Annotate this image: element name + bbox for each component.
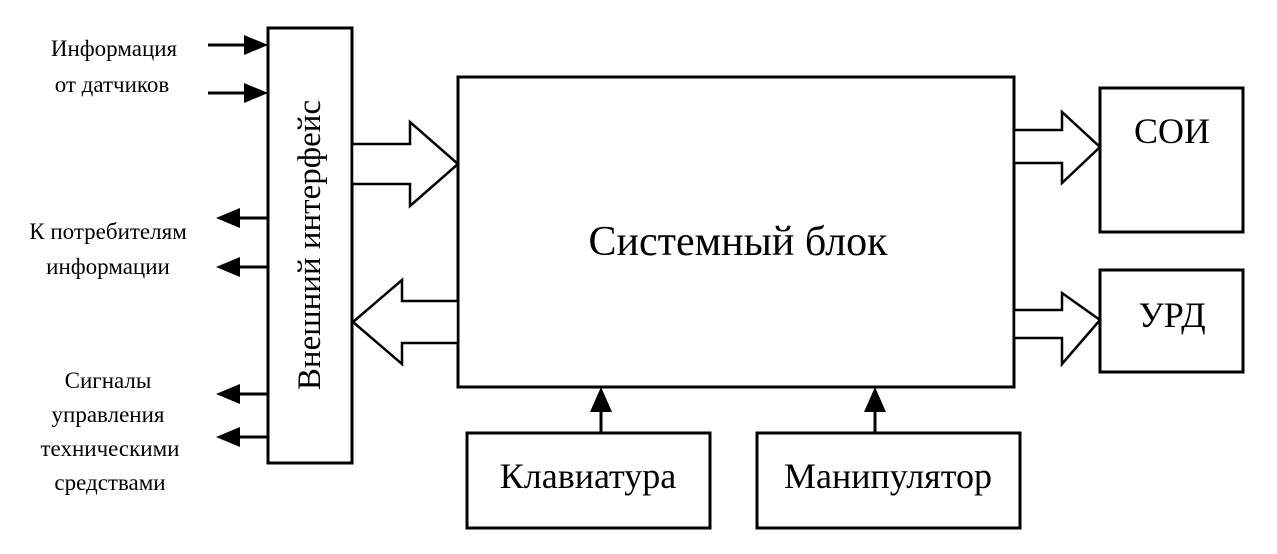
external-interface-box <box>266 26 354 465</box>
consumer-output-arrowhead-1 <box>216 208 240 228</box>
external-interface-label: Внешний интерфейс <box>292 100 328 390</box>
system-unit-box <box>456 75 1016 389</box>
manipulator-to-system-arrowhead <box>864 387 886 412</box>
keyboard-to-system-arrowhead <box>590 387 612 412</box>
control-signals-line1: Сигналы <box>65 368 152 393</box>
control-output-arrowhead-2 <box>216 427 240 447</box>
consumer-output-arrowhead-2 <box>216 257 240 277</box>
sensor-input-arrowhead-1 <box>244 35 268 55</box>
system-to-urd-arrow <box>1012 290 1102 368</box>
manipulator-label: Манипулятор <box>784 456 992 496</box>
urd-label: УРД <box>1138 295 1205 335</box>
manipulator-box <box>755 431 1022 530</box>
control-signals-line2: управления <box>52 402 165 427</box>
consumers-line2: информации <box>46 254 170 279</box>
sensor-input-arrowhead-2 <box>244 83 268 103</box>
control-signals-line4: средствами <box>54 470 165 495</box>
system-unit-label: Системный блок <box>588 219 888 265</box>
soi-box <box>1098 86 1245 234</box>
sensor-info-line1: Информация <box>51 36 178 61</box>
consumers-line1: К потребителям <box>29 219 187 244</box>
control-signals-line3: техническими <box>41 436 180 461</box>
sensor-info-line2: от датчиков <box>55 72 170 97</box>
system-to-interface-arrow <box>351 277 460 367</box>
keyboard-box <box>465 431 712 530</box>
soi-label: СОИ <box>1134 111 1210 151</box>
system-to-soi-arrow <box>1012 109 1102 186</box>
keyboard-label: Клавиатура <box>500 456 677 496</box>
interface-to-system-arrow <box>350 119 460 209</box>
urd-box <box>1098 268 1245 374</box>
control-output-arrowhead-1 <box>216 384 240 404</box>
